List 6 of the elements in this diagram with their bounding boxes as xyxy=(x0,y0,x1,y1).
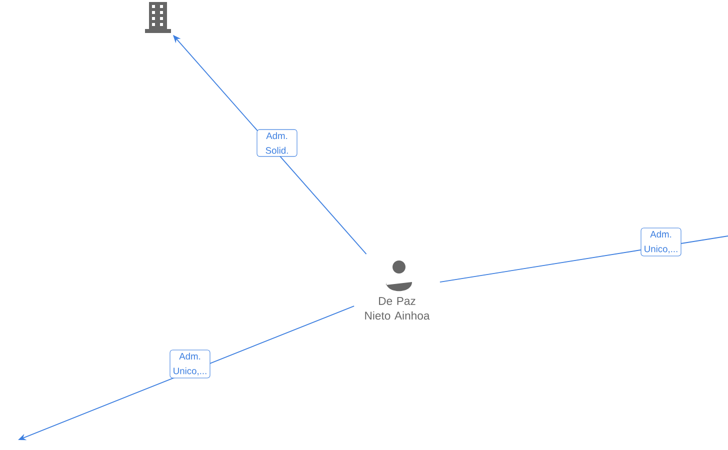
edge-label: Adm. Unico,... xyxy=(640,228,682,256)
edge-label: Adm. Solid. xyxy=(256,129,298,157)
building-icon xyxy=(145,2,171,33)
person-icon xyxy=(386,260,412,292)
edge-label: Adm. Unico,... xyxy=(170,350,210,378)
node-label: De Paz Nieto Ainhoa xyxy=(365,297,430,320)
